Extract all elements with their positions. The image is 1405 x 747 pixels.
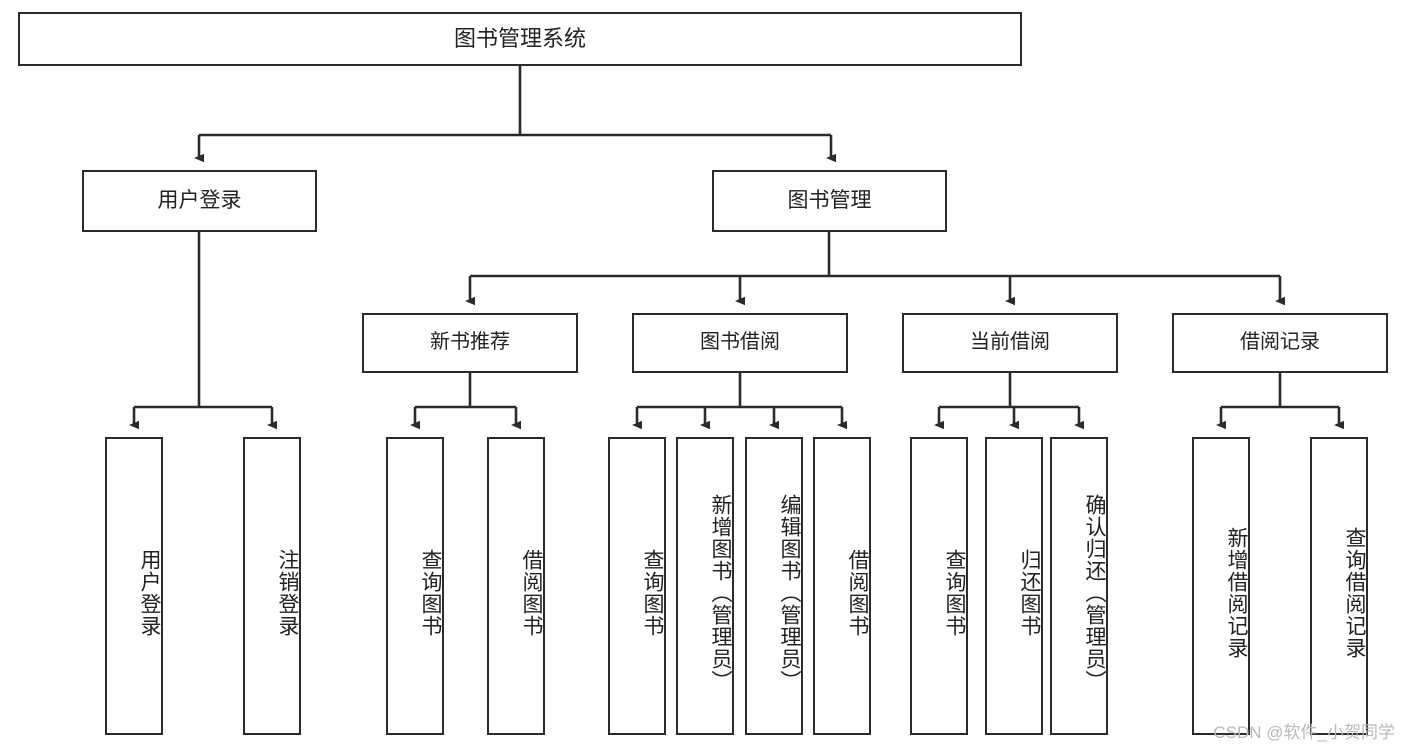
node-leaf-borrow-book-2[interactable]: 借阅图书 — [813, 437, 871, 735]
node-book-borrow-label: 图书借阅 — [700, 331, 780, 354]
node-book-manage[interactable]: 图书管理 — [712, 170, 947, 232]
node-leaf-return-book[interactable]: 归还图书 — [985, 437, 1043, 735]
node-current-borrow[interactable]: 当前借阅 — [902, 313, 1118, 373]
node-leaf-query-book-1[interactable]: 查询图书 — [386, 437, 444, 735]
node-leaf-add-record[interactable]: 新增借阅记录 — [1192, 437, 1250, 735]
node-borrow-record[interactable]: 借阅记录 — [1172, 313, 1388, 373]
node-borrow-record-label: 借阅记录 — [1240, 331, 1320, 354]
node-book-manage-label: 图书管理 — [787, 188, 872, 212]
node-leaf-query-book-3-label: 查询图书 — [943, 549, 966, 637]
node-leaf-edit-book-label: 编辑图书（管理员） — [778, 494, 801, 692]
node-user-login[interactable]: 用户登录 — [82, 170, 317, 232]
node-new-book-rec-label: 新书推荐 — [430, 331, 510, 354]
node-leaf-query-record[interactable]: 查询借阅记录 — [1310, 437, 1368, 735]
node-leaf-borrow-book-1[interactable]: 借阅图书 — [487, 437, 545, 735]
node-leaf-logout[interactable]: 注销登录 — [243, 437, 301, 735]
node-root[interactable]: 图书管理系统 — [18, 12, 1022, 66]
node-leaf-query-book-1-label: 查询图书 — [419, 549, 442, 637]
node-leaf-confirm-return[interactable]: 确认归还（管理员） — [1050, 437, 1108, 735]
node-new-book-rec[interactable]: 新书推荐 — [362, 313, 578, 373]
node-leaf-return-book-label: 归还图书 — [1018, 549, 1041, 637]
node-user-login-label: 用户登录 — [157, 188, 242, 212]
node-leaf-add-record-label: 新增借阅记录 — [1225, 527, 1248, 659]
node-leaf-borrow-book-1-label: 借阅图书 — [520, 549, 543, 637]
node-leaf-borrow-book-2-label: 借阅图书 — [846, 549, 869, 637]
node-book-borrow[interactable]: 图书借阅 — [632, 313, 848, 373]
node-leaf-query-book-3[interactable]: 查询图书 — [910, 437, 968, 735]
node-leaf-query-book-2[interactable]: 查询图书 — [608, 437, 666, 735]
csdn-watermark: CSDN @软件_小贺同学 — [1213, 723, 1395, 742]
node-leaf-query-record-label: 查询借阅记录 — [1343, 527, 1366, 659]
node-leaf-user-login-label: 用户登录 — [138, 549, 161, 637]
node-current-borrow-label: 当前借阅 — [970, 331, 1050, 354]
node-leaf-query-book-2-label: 查询图书 — [641, 549, 664, 637]
node-leaf-edit-book[interactable]: 编辑图书（管理员） — [745, 437, 803, 735]
node-root-label: 图书管理系统 — [453, 26, 586, 52]
node-leaf-add-book-label: 新增图书（管理员） — [709, 494, 732, 692]
node-leaf-user-login[interactable]: 用户登录 — [105, 437, 163, 735]
node-leaf-logout-label: 注销登录 — [276, 549, 299, 637]
node-leaf-add-book[interactable]: 新增图书（管理员） — [676, 437, 734, 735]
node-leaf-confirm-return-label: 确认归还（管理员） — [1083, 494, 1106, 692]
